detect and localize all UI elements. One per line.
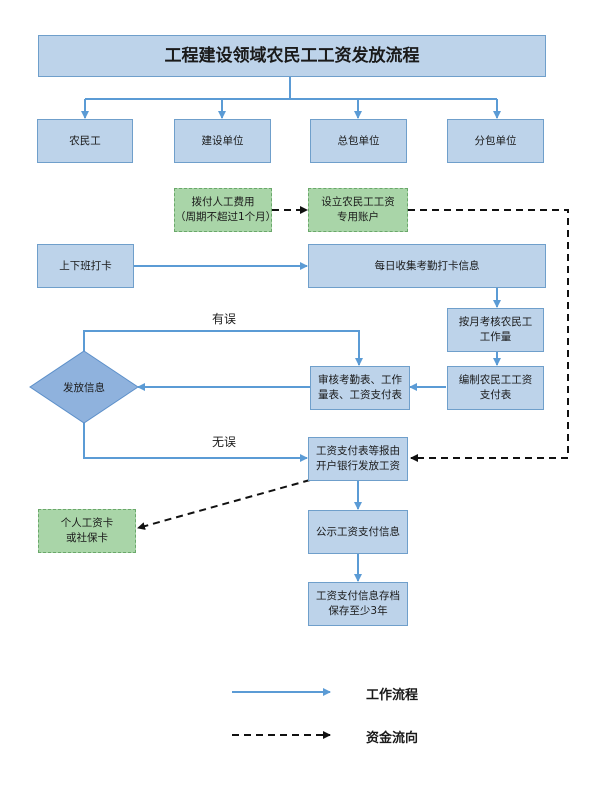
node-audit-tables: 审核考勤表、工作 量表、工资支付表	[310, 366, 410, 410]
decision-diamond	[29, 350, 139, 424]
edge-label-has-error: 有误	[212, 312, 237, 326]
party-subcontractor: 分包单位	[447, 119, 544, 163]
node-fund-allocation: 拨付人工费用 （周期不超过1个月）	[174, 188, 276, 232]
node-wage-card: 个人工资卡 或社保卡	[38, 509, 136, 553]
node-monthly-review: 按月考核农民工 工作量	[447, 308, 544, 352]
node-compile-payroll: 编制农民工工资 支付表	[447, 366, 544, 410]
node-daily-attendance: 每日收集考勤打卡信息	[308, 244, 546, 288]
node-archive-info: 工资支付信息存档 保存至少3年	[308, 582, 408, 626]
node-bank-submit: 工资支付表等报由 开户银行发放工资	[308, 437, 408, 481]
legend-fund-flow: 资金流向	[366, 731, 419, 746]
node-publish-info: 公示工资支付信息	[308, 510, 408, 554]
party-construction-unit: 建设单位	[174, 119, 271, 163]
chart-title: 工程建设领域农民工工资发放流程	[38, 35, 546, 77]
node-special-account: 设立农民工工资 专用账户	[308, 188, 408, 232]
legend-work-flow: 工作流程	[366, 688, 419, 703]
party-general-contractor: 总包单位	[310, 119, 407, 163]
party-migrant-workers: 农民工	[37, 119, 133, 163]
decision-label: 发放信息	[63, 382, 105, 394]
edge-label-no-error: 无误	[212, 435, 237, 449]
node-clock-in: 上下班打卡	[37, 244, 134, 288]
